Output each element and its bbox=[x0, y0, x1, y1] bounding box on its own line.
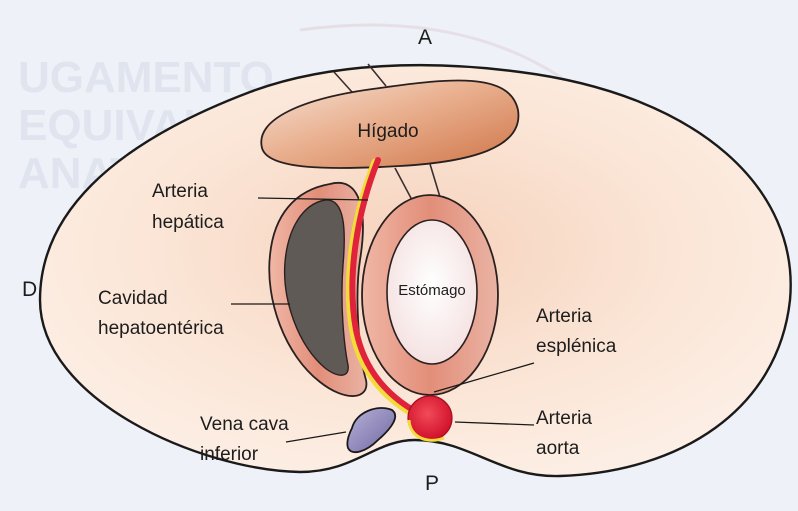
label-vena-cava-line2: inferior bbox=[200, 444, 259, 465]
label-anterior: A bbox=[418, 26, 432, 49]
label-cavity-line1: Cavidad bbox=[98, 288, 168, 309]
svg-text:UGAMENTO: UGAMENTO bbox=[18, 53, 274, 102]
label-vena-cava-line1: Vena cava bbox=[200, 414, 289, 435]
leader-lines bbox=[231, 197, 535, 443]
label-hepatic-artery-line1: Arteria bbox=[152, 181, 208, 202]
vena-cava-shape bbox=[346, 407, 397, 454]
label-stomach: Estómago bbox=[398, 282, 466, 299]
label-aorta-line2: aorta bbox=[536, 438, 580, 459]
stomach-lumen bbox=[386, 219, 478, 365]
label-hepatic-artery-line2: hepática bbox=[152, 212, 224, 233]
ligaments bbox=[333, 63, 441, 201]
label-cavity-line2: hepatoentérica bbox=[98, 318, 224, 339]
label-splenic-artery-line1: Arteria bbox=[536, 306, 592, 327]
hepatic-artery-vessel bbox=[349, 157, 431, 421]
liver-shape bbox=[260, 79, 520, 169]
aorta-shadow bbox=[407, 419, 445, 442]
label-posterior: P bbox=[425, 472, 439, 495]
label-aorta-line1: Arteria bbox=[536, 408, 592, 429]
label-right: D bbox=[22, 278, 37, 301]
cavity-interior bbox=[283, 199, 349, 376]
label-liver: Hígado bbox=[357, 121, 418, 142]
label-splenic-artery-line2: esplénica bbox=[536, 336, 617, 357]
